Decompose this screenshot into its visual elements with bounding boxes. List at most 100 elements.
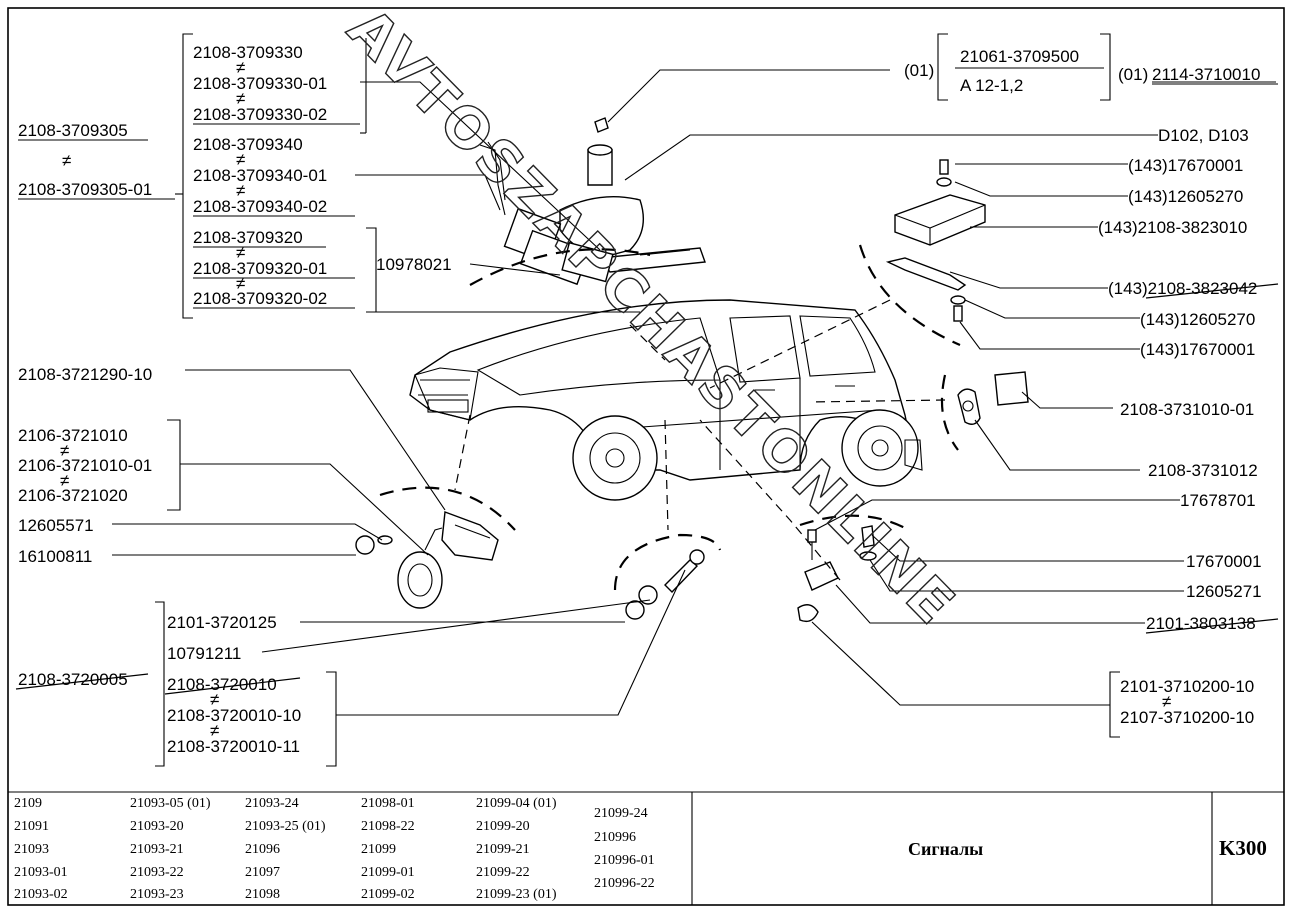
zone-arc-brake — [799, 514, 906, 529]
label-socket: 2114-3710010 — [1152, 65, 1260, 84]
label-bolt-top: (143)17670001 — [1128, 156, 1243, 175]
label-horn-3: 2106-3721020 — [18, 486, 128, 505]
steering-switch-assembly — [479, 117, 706, 286]
model-code: 21093-05 (01) — [130, 796, 211, 811]
label-screw: 17678701 — [1180, 491, 1256, 510]
model-code: 21099-04 (01) — [476, 796, 557, 811]
label-switch-set-main: 2108-3709305 — [18, 121, 128, 140]
label-stalk-7: 2108-3709320 — [193, 228, 303, 247]
label-diodes: D102, D103 — [1158, 126, 1249, 145]
label-washer-bottom: (143)12605270 — [1140, 310, 1255, 329]
neq-sign: ≠ — [236, 274, 245, 293]
leader-lines — [112, 33, 1276, 767]
label-stalk-8: 2108-3709320-01 — [193, 259, 327, 278]
sheet-title: Сигналы — [908, 839, 983, 859]
label-sensor-2: 10791211 — [167, 644, 241, 663]
neq-sign: ≠ — [210, 721, 219, 740]
label-screw-2: 17670001 — [1186, 552, 1262, 571]
model-code: 21099-02 — [361, 887, 415, 902]
label-01-marker: (01) — [904, 61, 934, 80]
neq-sign: ≠ — [236, 150, 245, 169]
zone-arc-top — [469, 248, 651, 286]
model-code: 21093-20 — [130, 819, 184, 834]
label-switch-set-alt: 2108-3709305-01 — [18, 180, 152, 199]
zone-arc-relay — [858, 244, 961, 347]
label-bracket-2: 2101-3803138 — [1146, 614, 1256, 633]
label-sensor-set: 2108-3720005 — [18, 670, 128, 689]
neq-sign: ≠ — [60, 471, 69, 490]
model-code: 210996-01 — [594, 853, 655, 868]
model-code: 2109 — [14, 796, 42, 811]
model-code: 21098-01 — [361, 796, 415, 811]
model-code: 21093-21 — [130, 842, 184, 857]
model-code: 21093-22 — [130, 865, 184, 880]
model-code: 21099 — [361, 842, 396, 857]
label-horn-1: 2106-3721010 — [18, 426, 128, 445]
label-washer-top: (143)12605270 — [1128, 187, 1243, 206]
label-sensor-4: 2108-3720010-10 — [167, 706, 301, 725]
model-code: 21093-01 — [14, 865, 68, 880]
model-code: 21097 — [245, 865, 280, 880]
model-code: 210996 — [594, 830, 636, 845]
model-code: 21093-24 — [245, 796, 299, 811]
model-code: 21099-22 — [476, 865, 530, 880]
zone-arc-sensor — [613, 533, 722, 591]
label-sensor-1: 2101-3720125 — [167, 613, 277, 632]
label-01-prefix: (01) — [1118, 65, 1148, 84]
label-nut: 16100811 — [18, 547, 92, 566]
label-repeater: 2108-3731010-01 — [1120, 400, 1254, 419]
neq-sign: ≠ — [1162, 692, 1171, 711]
side-repeater — [957, 371, 1029, 425]
label-washer-2: 12605271 — [1186, 582, 1262, 601]
footer-table — [8, 791, 1284, 905]
neq-sign: ≠ — [60, 441, 69, 460]
label-bulb-spec: A 12-1,2 — [960, 76, 1023, 95]
neq-sign: ≠ — [210, 690, 219, 709]
model-code: 21098-22 — [361, 819, 415, 834]
neq-sign: ≠ — [236, 89, 245, 108]
model-code: 21099-21 — [476, 842, 530, 857]
relay-block — [885, 159, 986, 322]
label-bulb: 21061-3709500 — [960, 47, 1079, 66]
model-code: 21091 — [14, 819, 49, 834]
zone-arc-repeater — [940, 374, 959, 451]
label-bracket: (143)2108-3823042 — [1108, 279, 1257, 298]
watermark: AVTOSZAPCHASTONLINE — [335, 0, 968, 639]
label-brake-switch-2: 2107-3710200-10 — [1120, 708, 1254, 727]
model-code: 21099-23 (01) — [476, 887, 557, 902]
label-horn-main: 2108-3721290-10 — [18, 365, 152, 384]
neq-sign: ≠ — [236, 243, 245, 262]
label-brake-switch-1: 2101-3710200-10 — [1120, 677, 1254, 696]
frame-border — [7, 7, 1285, 906]
model-code: 21093 — [14, 842, 49, 857]
label-relay: (143)2108-3823010 — [1098, 218, 1247, 237]
model-code: 21093-25 (01) — [245, 819, 326, 834]
neq-sign: ≠ — [236, 181, 245, 200]
label-bolt-bottom: (143)17670001 — [1140, 340, 1255, 359]
label-mid-part: 10978021 — [376, 255, 452, 274]
label-stalk-6: 2108-3709340-02 — [193, 197, 327, 216]
car-illustration — [409, 299, 923, 501]
model-code: 210996-22 — [594, 876, 655, 891]
label-stalk-4: 2108-3709340 — [193, 135, 303, 154]
model-code: 21093-23 — [130, 887, 184, 902]
model-code: 21098 — [245, 887, 280, 902]
label-sensor-3: 2108-3720010 — [167, 675, 277, 694]
model-code: 21099-24 — [594, 806, 648, 821]
neq-sign: ≠ — [62, 151, 71, 170]
model-code: 21093-02 — [14, 887, 68, 902]
label-washer: 12605571 — [18, 516, 94, 535]
label-sensor-5: 2108-3720010-11 — [167, 737, 300, 756]
label-stalk-1: 2108-3709330 — [193, 43, 303, 62]
neq-sign: ≠ — [236, 58, 245, 77]
footer-model-list: 2109 21091 21093 21093-01 21093-02 21093-05 (… — [14, 796, 655, 902]
sheet-code: K300 — [1219, 836, 1267, 860]
model-code: 21099-01 — [361, 865, 415, 880]
label-stalk-2: 2108-3709330-01 — [193, 74, 327, 93]
zone-arc-horn — [379, 486, 516, 531]
label-repeater-lens: 2108-3731012 — [1148, 461, 1258, 480]
label-stalk-9: 2108-3709320-02 — [193, 289, 327, 308]
dashed-arrows — [454, 299, 946, 581]
model-code: 21099-20 — [476, 819, 530, 834]
